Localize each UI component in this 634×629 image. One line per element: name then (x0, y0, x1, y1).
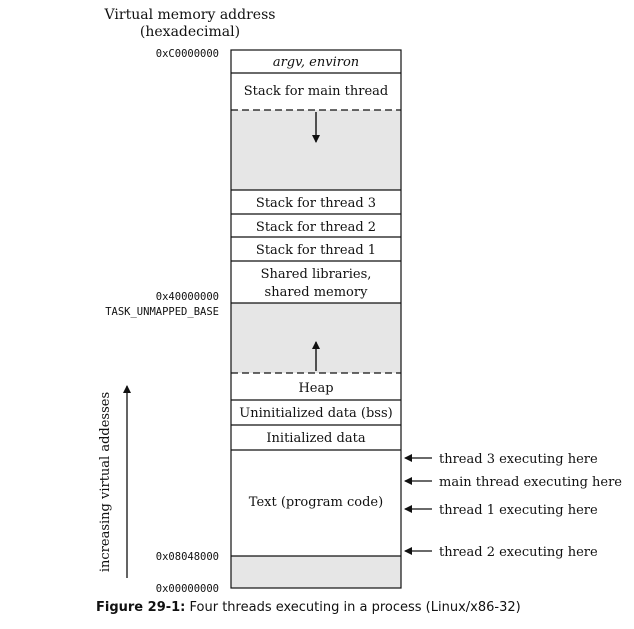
address-mid-sub: TASK_UNMAPPED_BASE (105, 306, 219, 318)
segment-bss: Uninitialized data (bss) (239, 406, 392, 421)
segment-shared-line1: Shared libraries, (261, 267, 372, 282)
thread3-label: thread 3 executing here (439, 452, 598, 467)
figure-caption-label: Figure 29-1: (96, 600, 186, 615)
thread1-label: thread 1 executing here (439, 503, 598, 518)
increasing-address-label: increasing virtual addesses (98, 392, 113, 572)
main-thread-label: main thread executing here (439, 475, 622, 490)
thread2-label: thread 2 executing here (439, 545, 598, 560)
address-top: 0xC0000000 (156, 48, 219, 60)
segment-initialized-data: Initialized data (266, 431, 365, 446)
address-text-start: 0x08048000 (156, 551, 219, 563)
segment-heap: Heap (298, 381, 333, 396)
segment-main-stack: Stack for main thread (244, 84, 388, 99)
address-zero: 0x00000000 (156, 583, 219, 595)
unmapped-region-bottom (231, 556, 401, 588)
segment-dividers (231, 72, 401, 557)
header-title-line1: Virtual memory address (104, 7, 276, 23)
figure-caption: Figure 29-1: Four threads executing in a… (96, 600, 616, 622)
segment-text: Text (program code) (249, 495, 383, 510)
address-mid: 0x40000000 (156, 291, 219, 303)
memory-column (230, 49, 402, 589)
segment-stack-thread2: Stack for thread 2 (256, 220, 376, 235)
segment-shared-line2: shared memory (265, 285, 369, 300)
segment-argv-environ: argv, environ (273, 55, 359, 70)
figure-caption-text: Four threads executing in a process (Lin… (185, 600, 521, 615)
header-title-line2: (hexadecimal) (140, 24, 240, 40)
segment-stack-thread3: Stack for thread 3 (256, 196, 376, 211)
segment-stack-thread1: Stack for thread 1 (256, 243, 376, 258)
